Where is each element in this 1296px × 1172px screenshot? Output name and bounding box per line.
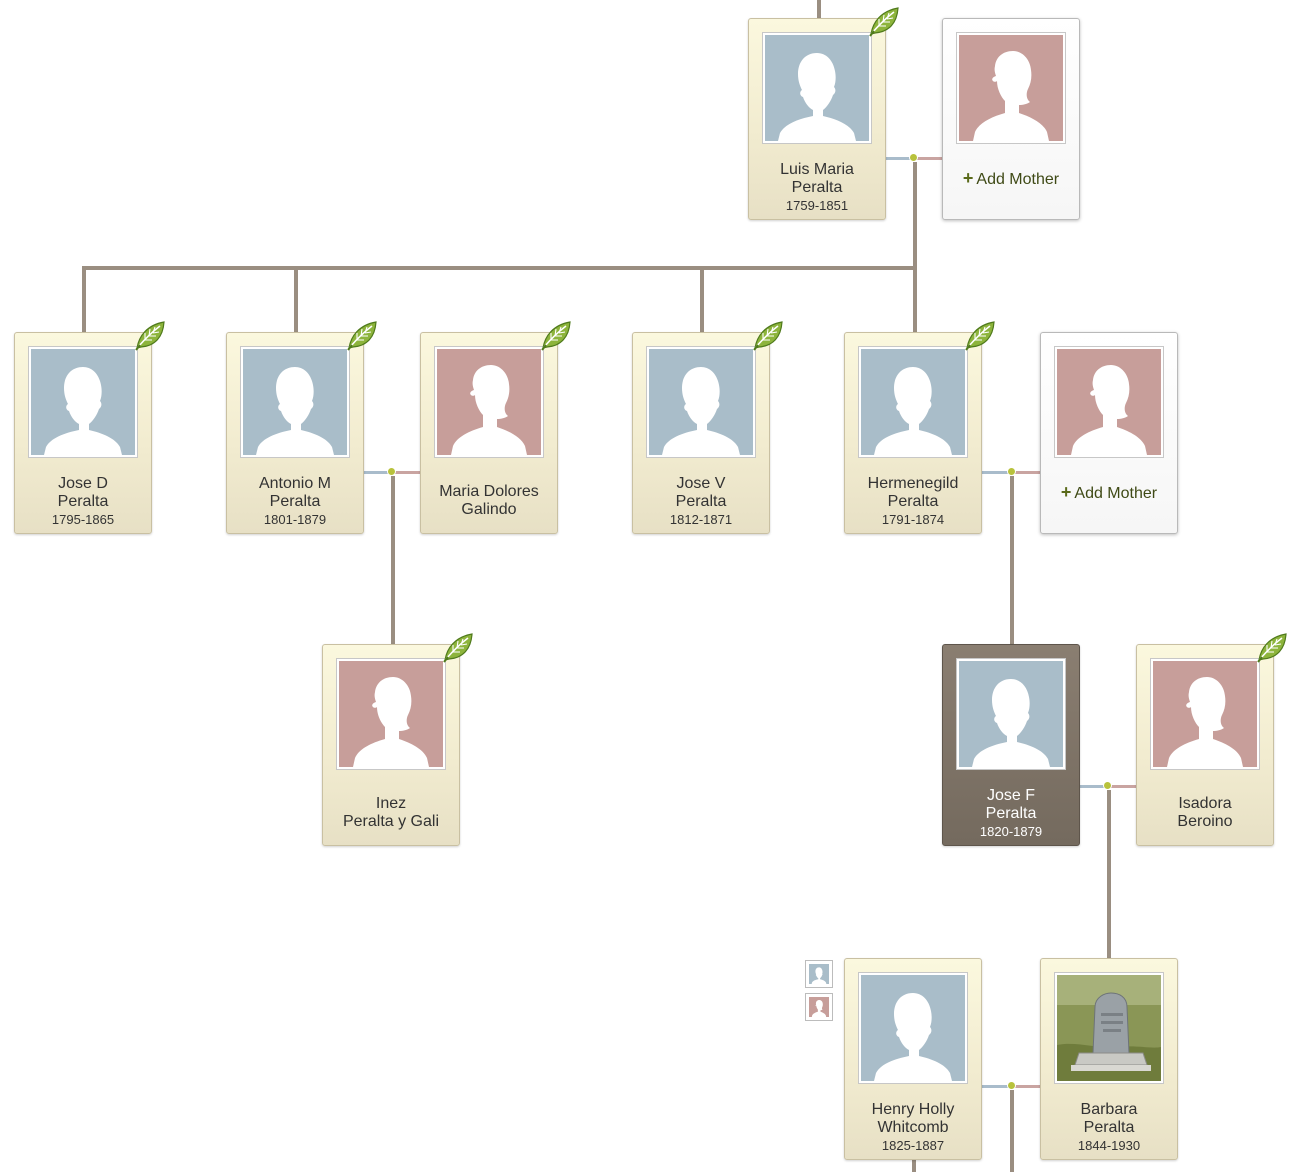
connector-line xyxy=(1010,476,1014,645)
couple-connector-female xyxy=(915,157,943,160)
connector-line xyxy=(700,266,704,332)
person-dates: 1801-1879 xyxy=(263,512,327,527)
female-silhouette-icon xyxy=(1150,658,1260,770)
connector-line xyxy=(1010,1090,1014,1172)
couple-dot[interactable] xyxy=(387,467,396,476)
couple-dot[interactable] xyxy=(909,153,918,162)
couple-connector-female xyxy=(1013,1085,1041,1088)
add-mother-button[interactable]: +Add Mother xyxy=(1060,482,1158,502)
female-silhouette-icon xyxy=(1054,346,1164,458)
male-silhouette-icon xyxy=(956,658,1066,770)
male-silhouette-icon xyxy=(240,346,350,458)
male-silhouette-icon xyxy=(28,346,138,458)
couple-connector-female xyxy=(393,471,421,474)
leaf-hint-icon[interactable] xyxy=(539,318,573,352)
connector-line xyxy=(82,266,86,332)
add-mother-card[interactable]: +Add Mother xyxy=(1040,332,1178,534)
show-father-icon[interactable] xyxy=(805,960,833,988)
person-dates: 1795-1865 xyxy=(51,512,115,527)
leaf-hint-icon[interactable] xyxy=(1255,630,1289,664)
male-silhouette-icon xyxy=(762,32,872,144)
couple-dot[interactable] xyxy=(1103,781,1112,790)
leaf-hint-icon[interactable] xyxy=(963,318,997,352)
female-silhouette-icon xyxy=(434,346,544,458)
person-dates: 1844-1930 xyxy=(1077,1138,1141,1153)
connector-line xyxy=(1107,790,1111,959)
connector-line xyxy=(912,1158,916,1172)
female-silhouette-icon xyxy=(336,658,446,770)
leaf-hint-icon[interactable] xyxy=(345,318,379,352)
male-silhouette-icon xyxy=(646,346,756,458)
female-silhouette-icon xyxy=(956,32,1066,144)
leaf-hint-icon[interactable] xyxy=(867,4,901,38)
headstone-photo xyxy=(1054,972,1164,1084)
person-dates: 1812-1871 xyxy=(669,512,733,527)
add-mother-card[interactable]: +Add Mother xyxy=(942,18,1080,220)
couple-connector-female xyxy=(1013,471,1041,474)
couple-connector-male xyxy=(1079,785,1107,788)
male-silhouette-icon xyxy=(858,346,968,458)
couple-dot[interactable] xyxy=(1007,467,1016,476)
connector-line xyxy=(82,266,917,270)
connector-line xyxy=(913,266,917,332)
couple-connector-female xyxy=(1110,785,1137,788)
person-dates: 1791-1874 xyxy=(881,512,945,527)
person-dates: 1759-1851 xyxy=(785,198,849,213)
couple-connector-male xyxy=(363,471,391,474)
couple-connector-male xyxy=(885,157,913,160)
male-silhouette-icon xyxy=(858,972,968,1084)
connector-line xyxy=(294,266,298,332)
person-dates: 1820-1879 xyxy=(979,824,1043,839)
connector-line xyxy=(391,476,395,645)
leaf-hint-icon[interactable] xyxy=(441,630,475,664)
plus-icon: + xyxy=(1060,482,1072,502)
connector-line xyxy=(913,162,917,268)
couple-connector-male xyxy=(981,471,1010,474)
person-dates: 1825-1887 xyxy=(881,1138,945,1153)
leaf-hint-icon[interactable] xyxy=(751,318,785,352)
plus-icon: + xyxy=(962,168,974,188)
add-mother-button[interactable]: +Add Mother xyxy=(962,168,1060,188)
leaf-hint-icon[interactable] xyxy=(133,318,167,352)
couple-connector-male xyxy=(981,1085,1010,1088)
connector-line xyxy=(817,0,821,20)
show-mother-icon[interactable] xyxy=(805,993,833,1021)
couple-dot[interactable] xyxy=(1007,1081,1016,1090)
